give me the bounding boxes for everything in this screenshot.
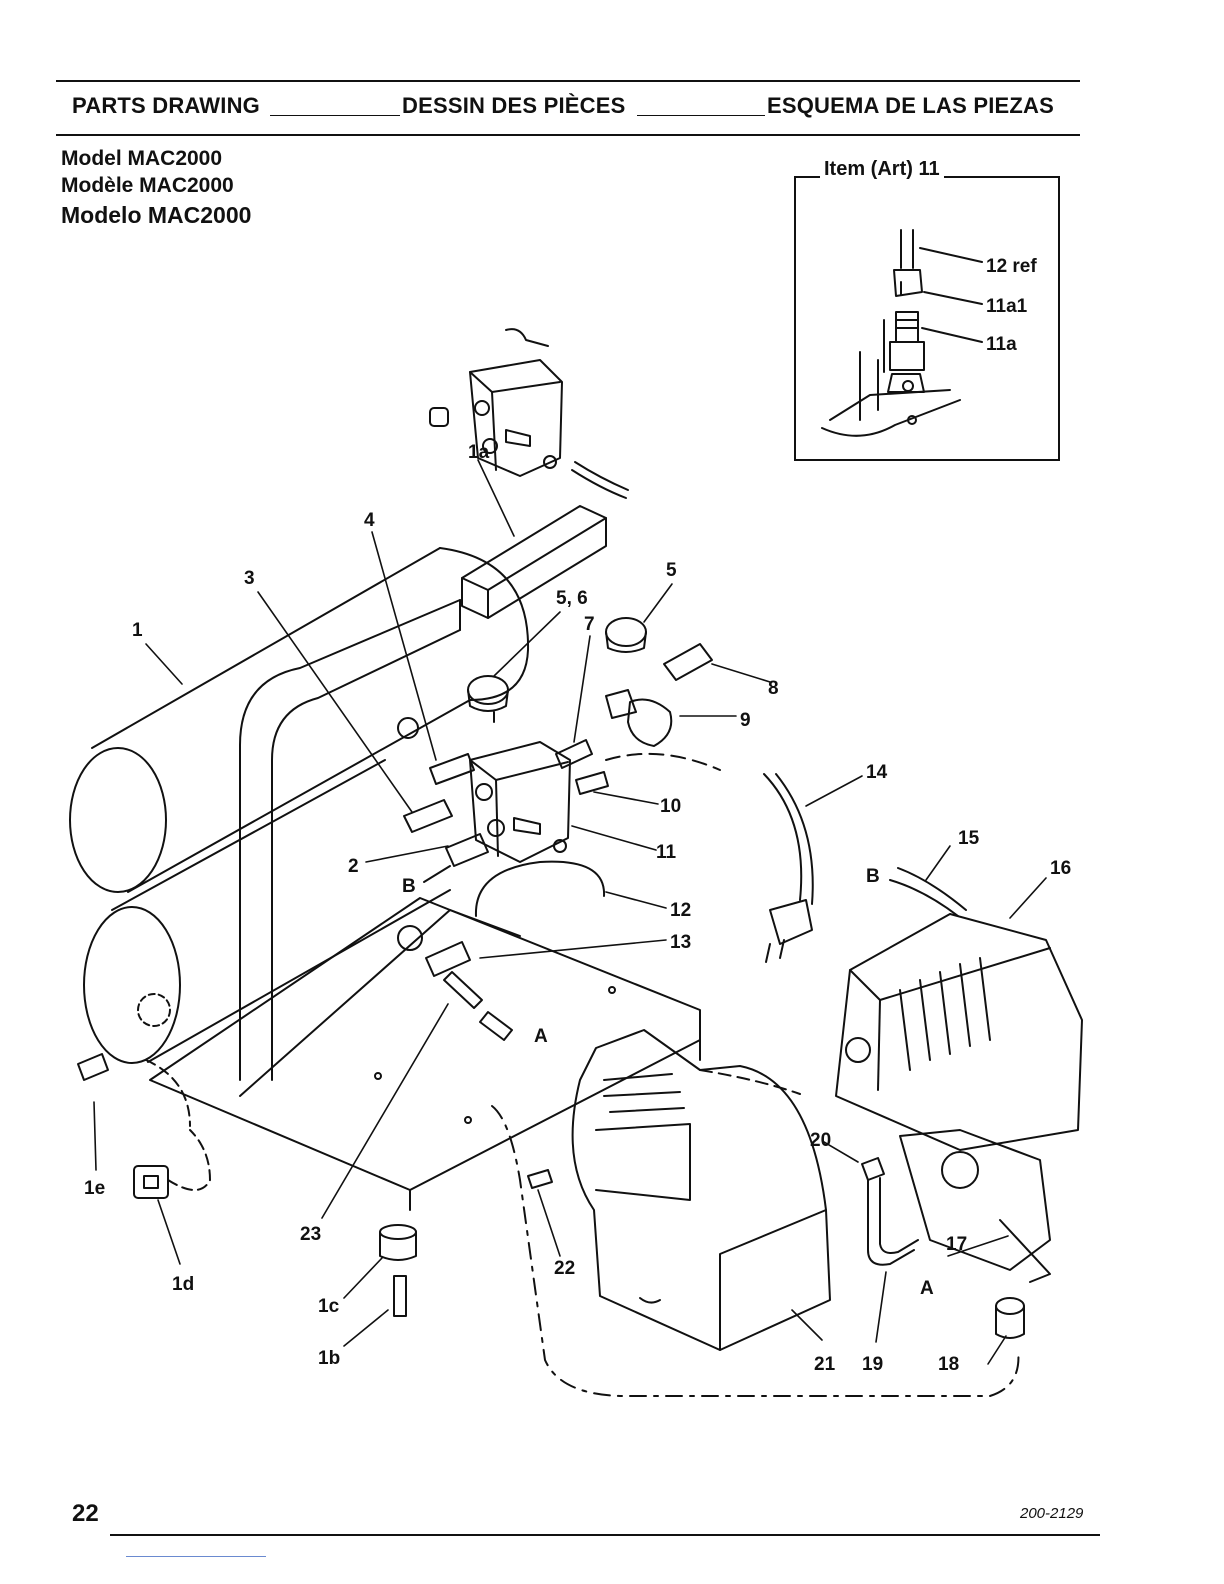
- callout-5-6: 5, 6: [556, 588, 588, 609]
- pressure-switch-11: [398, 618, 712, 1040]
- marker-b-left: B: [402, 876, 416, 897]
- tank-lower: [84, 760, 450, 1063]
- callout-17: 17: [946, 1234, 967, 1255]
- page-number: 22: [72, 1500, 99, 1528]
- callout-3: 3: [244, 568, 255, 589]
- marker-b-right: B: [866, 866, 880, 887]
- callout-10: 10: [660, 796, 681, 817]
- callout-1e: 1e: [84, 1178, 105, 1199]
- callout-19: 19: [862, 1354, 883, 1375]
- callout-22: 22: [554, 1258, 575, 1279]
- callout-12: 12: [670, 900, 691, 921]
- callout-14: 14: [866, 762, 888, 783]
- callout-1c: 1c: [318, 1296, 340, 1317]
- callout-13: 13: [670, 932, 691, 953]
- inset-label-12ref: 12 ref: [986, 256, 1037, 277]
- callout-4: 4: [364, 510, 375, 531]
- callout-9: 9: [740, 710, 751, 731]
- callout-1d: 1d: [172, 1274, 194, 1295]
- small-parts: [78, 1054, 1024, 1396]
- inset-valve-detail: 12 ref 11a1 11a: [822, 230, 1037, 436]
- footer-rule: [110, 1534, 1100, 1536]
- callout-2: 2: [348, 856, 359, 877]
- callout-20: 20: [810, 1130, 831, 1151]
- document-code: 200-2129: [1020, 1505, 1083, 1522]
- callout-1: 1: [132, 620, 143, 641]
- callout-labels: 1 3 4 1a 5, 6 5 7 8 9 10 11 2 B 12 13 14…: [84, 442, 1071, 1375]
- callout-7: 7: [584, 614, 595, 635]
- callout-23: 23: [300, 1224, 321, 1245]
- callout-1a: 1a: [468, 442, 490, 463]
- hyperlink-underline: [126, 1556, 266, 1557]
- callout-21: 21: [814, 1354, 836, 1375]
- marker-a-right: A: [920, 1278, 934, 1299]
- callout-5: 5: [666, 560, 677, 581]
- power-cord: [606, 754, 813, 962]
- pressure-switch-1a: [430, 329, 628, 498]
- callout-11: 11: [656, 842, 677, 863]
- handle-frame: [240, 600, 460, 1080]
- callout-16: 16: [1050, 858, 1071, 879]
- marker-a-left: A: [534, 1026, 548, 1047]
- shroud-cover: [573, 1030, 830, 1350]
- callout-15: 15: [958, 828, 980, 849]
- callout-18: 18: [938, 1354, 959, 1375]
- callout-1b: 1b: [318, 1348, 340, 1369]
- motor-pump: [700, 868, 1082, 1282]
- inset-label-11a1: 11a1: [986, 296, 1028, 317]
- inset-label-11a: 11a: [986, 334, 1017, 355]
- callout-8: 8: [768, 678, 779, 699]
